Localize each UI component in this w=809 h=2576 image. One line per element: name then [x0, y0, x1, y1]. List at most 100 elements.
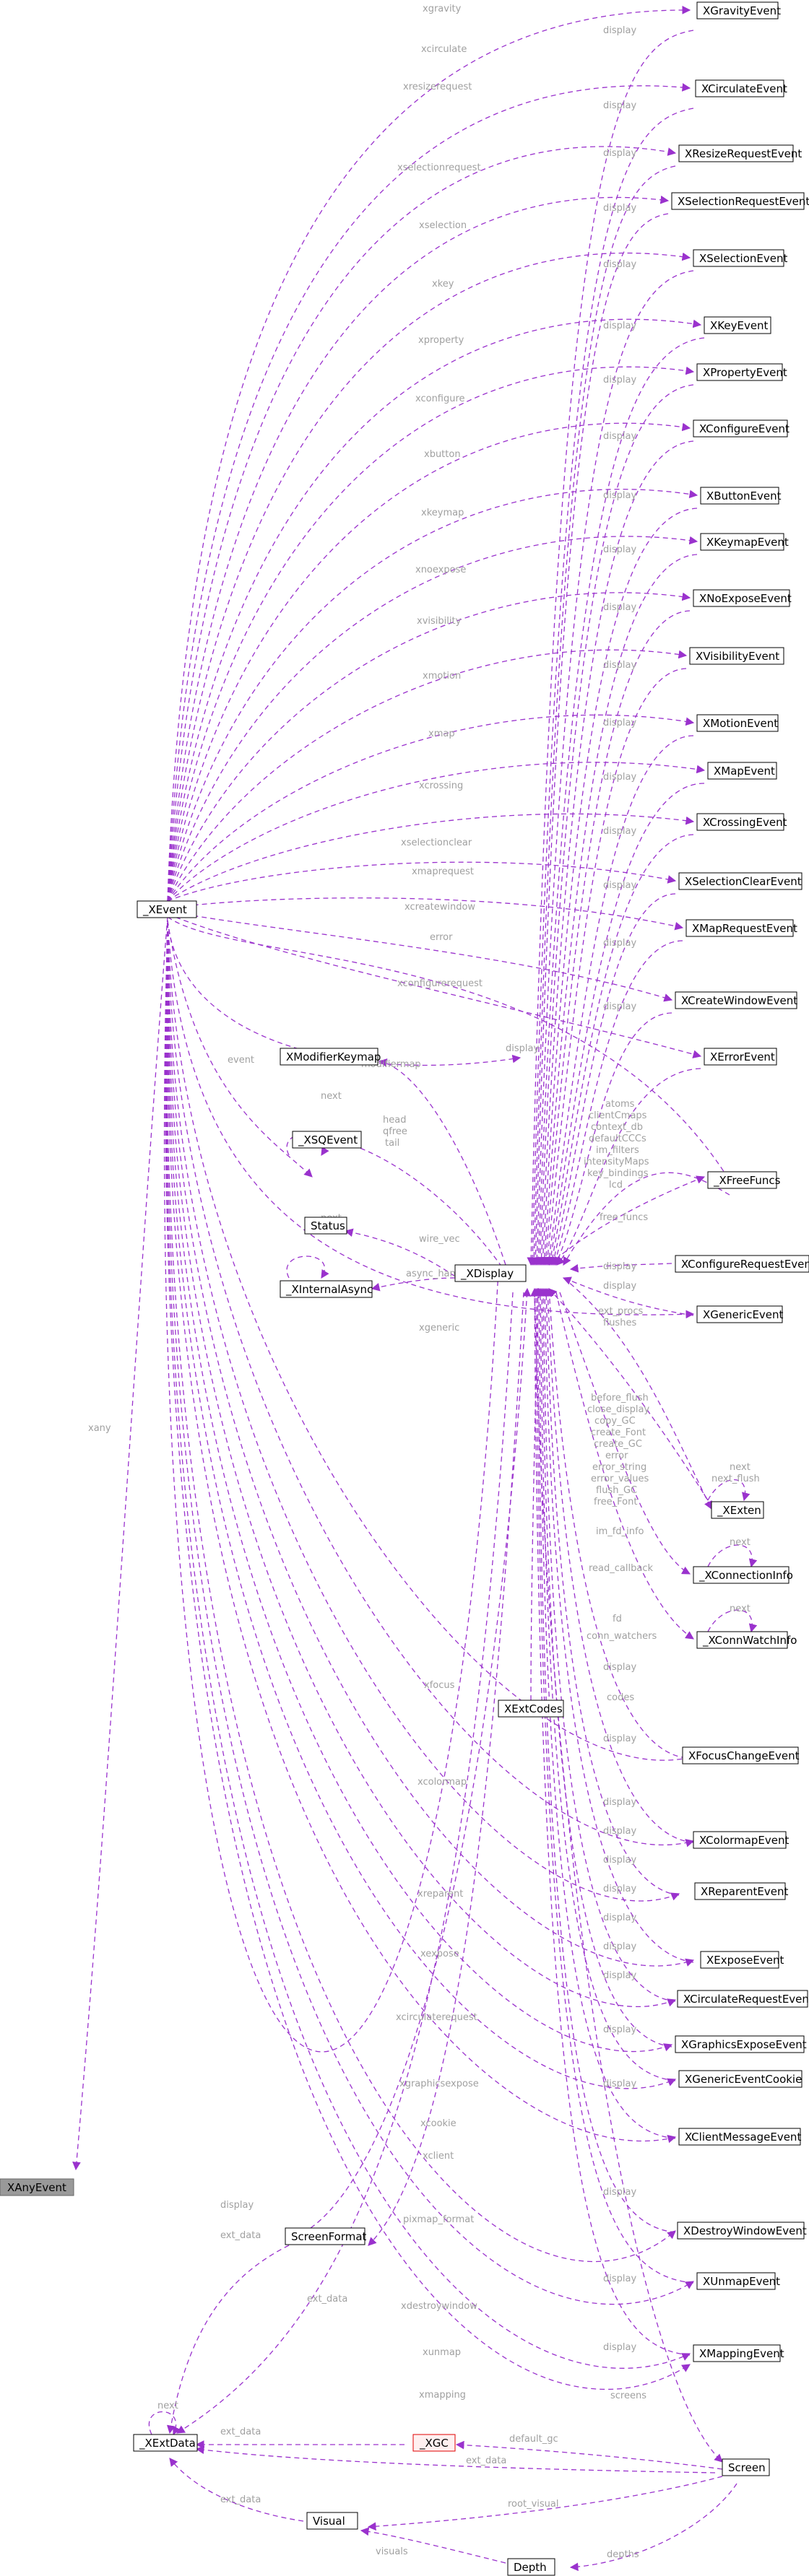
label-error-string: error_string — [592, 1462, 646, 1473]
label-root-visual: root_visual — [508, 2499, 558, 2510]
label-flushes: flushes — [603, 1318, 636, 1328]
node-xkeymapevent-label: XKeymapEvent — [706, 536, 789, 549]
label-display-14: display — [603, 772, 636, 783]
node-xextcodes-label: XExtCodes — [504, 1702, 563, 1715]
node-xmodifierkeymap[interactable]: XModifierKeymap — [280, 1048, 381, 1066]
node-xdisplay[interactable]: _XDisplay — [454, 1264, 527, 1282]
node-xselectionevent[interactable]: XSelectionEvent — [693, 249, 787, 267]
node-xunmapevent[interactable]: XUnmapEvent — [696, 2272, 780, 2290]
node-xreparentevent[interactable]: XReparentEvent — [694, 1882, 789, 1900]
label-visuals: visuals — [376, 2546, 408, 2557]
label-error: error — [430, 932, 453, 943]
node-xkeyevent[interactable]: XKeyEvent — [704, 316, 771, 334]
node-xpropertyevent[interactable]: XPropertyEvent — [696, 363, 787, 381]
label-xconfigure: xconfigure — [415, 393, 465, 404]
node-xconnwatchinfo-label: _XConnWatchInfo — [702, 1634, 797, 1648]
node-xgc[interactable]: _XGC — [412, 2434, 456, 2452]
node-xmotionevent[interactable]: XMotionEvent — [696, 714, 779, 732]
node-xconfigurerequestevent[interactable]: XConfigureRequestEvent — [675, 1255, 809, 1273]
node-xexten-label: _XExten — [717, 1504, 761, 1518]
label-create-font: create_Font — [591, 1427, 646, 1438]
node-xinternalasync-label: _XInternalAsync — [285, 1283, 373, 1297]
node-xsqevent[interactable]: _XSQEvent — [292, 1131, 362, 1149]
node-xselectionrequestevent[interactable]: XSelectionRequestEvent — [671, 192, 809, 210]
node-xextdata[interactable]: _XExtData — [133, 2434, 198, 2452]
label-free-funcs: free_funcs — [600, 1212, 648, 1223]
label-xcrossing: xcrossing — [419, 780, 463, 791]
node-xerrorevent[interactable]: XErrorEvent — [704, 1048, 777, 1066]
node-xmapevent[interactable]: XMapEvent — [707, 762, 777, 780]
node-visual[interactable]: Visual — [306, 2512, 358, 2530]
node-xfreefuncs[interactable]: _XFreeFuncs — [707, 1171, 781, 1189]
node-xkeymapevent[interactable]: XKeymapEvent — [700, 533, 789, 551]
node-xgraphicsexposeevent[interactable]: XGraphicsExposeEvent — [675, 2035, 807, 2053]
node-xfocuschangeevent[interactable]: XFocusChangeEvent — [682, 1746, 800, 1765]
label-display-25: display — [603, 1941, 636, 1952]
label-xproperty: xproperty — [418, 335, 464, 346]
label-event: event — [228, 1055, 254, 1066]
node-xgenericeventcookie-label: XGenericEventCookie — [685, 2073, 802, 2086]
node-xmappingevent[interactable]: XMappingEvent — [693, 2344, 784, 2362]
node-xmodifierkeymap-label: XModifierKeymap — [286, 1050, 381, 1063]
node-xmaprequestevent-label: XMapRequestEvent — [692, 922, 797, 935]
label-display-9: display — [603, 490, 636, 501]
label-display-5: display — [603, 259, 636, 270]
label-before-flush: before_flush — [591, 1393, 649, 1404]
label-display-24: display — [603, 1913, 636, 1923]
label-error-exten: error — [605, 1450, 628, 1461]
node-xnoexposeevent[interactable]: XNoExposeEvent — [693, 589, 792, 607]
node-xgravityevent[interactable]: XGravityEvent — [696, 1, 781, 19]
edges — [72, 6, 758, 2572]
node-xcrossingevent[interactable]: XCrossingEvent — [696, 813, 787, 831]
node-xunmapevent-label: XUnmapEvent — [703, 2275, 780, 2288]
node-xinternalasync[interactable]: _XInternalAsync — [280, 1280, 373, 1298]
node-xevent[interactable]: _XEvent — [137, 900, 197, 918]
label-intensitymaps: intensityMaps — [584, 1157, 649, 1167]
label-next-flush: next_flush — [711, 1474, 760, 1484]
node-xcirculaterequestevent[interactable]: XCirculateRequestEvent — [677, 1990, 809, 2008]
node-xcreatewindowevent[interactable]: XCreateWindowEvent — [675, 991, 797, 1009]
node-xgravityevent-label: XGravityEvent — [703, 4, 781, 17]
node-xclientmessageevent[interactable]: XClientMessageEvent — [678, 2128, 801, 2146]
node-status[interactable]: Status — [304, 1217, 347, 1235]
node-xexposeevent[interactable]: XExposeEvent — [700, 1951, 784, 1969]
label-tail: tail — [385, 1138, 399, 1149]
node-xcirculaterequestevent-label: XCirculateRequestEvent — [683, 1993, 809, 2006]
node-xbuttonevent[interactable]: XButtonEvent — [700, 487, 782, 505]
node-xcolormapevent[interactable]: XColormapEvent — [693, 1831, 789, 1849]
node-xconnwatchinfo[interactable]: _XConnWatchInfo — [696, 1631, 797, 1649]
node-screenformat[interactable]: ScreenFormat — [285, 2227, 367, 2245]
label-display-30: display — [603, 2273, 636, 2284]
node-xdestroywindowevent[interactable]: XDestroyWindowEvent — [677, 2222, 807, 2240]
label-display-generic: display — [603, 1281, 636, 1292]
label-display-21: display — [603, 1826, 636, 1837]
node-xextcodes[interactable]: XExtCodes — [498, 1700, 564, 1718]
node-depth[interactable]: Depth — [507, 2558, 555, 2576]
node-xresizerequestevent[interactable]: XResizeRequestEvent — [678, 144, 802, 162]
node-xmaprequestevent[interactable]: XMapRequestEvent — [685, 919, 797, 937]
label-display-15: display — [603, 826, 636, 837]
node-screen-label: Screen — [728, 2461, 766, 2474]
node-screenformat-label: ScreenFormat — [291, 2230, 367, 2243]
label-next-watch: next — [730, 1604, 750, 1614]
node-xgenericevent[interactable]: XGenericEvent — [696, 1305, 784, 1323]
node-xconfigureevent[interactable]: XConfigureEvent — [693, 419, 789, 438]
node-xselectionclearevent[interactable]: XSelectionClearEvent — [678, 872, 802, 890]
node-xgenericeventcookie[interactable]: XGenericEventCookie — [678, 2070, 802, 2088]
node-xexten[interactable]: _XExten — [711, 1501, 764, 1519]
label-modifiermap-display: display — [506, 1043, 539, 1054]
label-xkeymap: xkeymap — [421, 508, 464, 518]
node-xcirculateevent[interactable]: XCirculateEvent — [695, 79, 787, 97]
label-display-7: display — [603, 375, 636, 386]
node-xvisibilityevent[interactable]: XVisibilityEvent — [689, 647, 784, 665]
label-xkey: xkey — [432, 279, 454, 290]
node-xanyevent[interactable]: XAnyEvent — [0, 2178, 74, 2196]
node-screen[interactable]: Screen — [722, 2458, 770, 2476]
node-xclientmessageevent-label: XClientMessageEvent — [685, 2131, 801, 2144]
node-xconnectioninfo[interactable]: _XConnectionInfo — [693, 1566, 793, 1584]
label-im-fd-info: im_fd_info — [596, 1526, 644, 1537]
node-xcirculateevent-label: XCirculateEvent — [701, 82, 787, 95]
label-display-3: display — [603, 148, 636, 159]
